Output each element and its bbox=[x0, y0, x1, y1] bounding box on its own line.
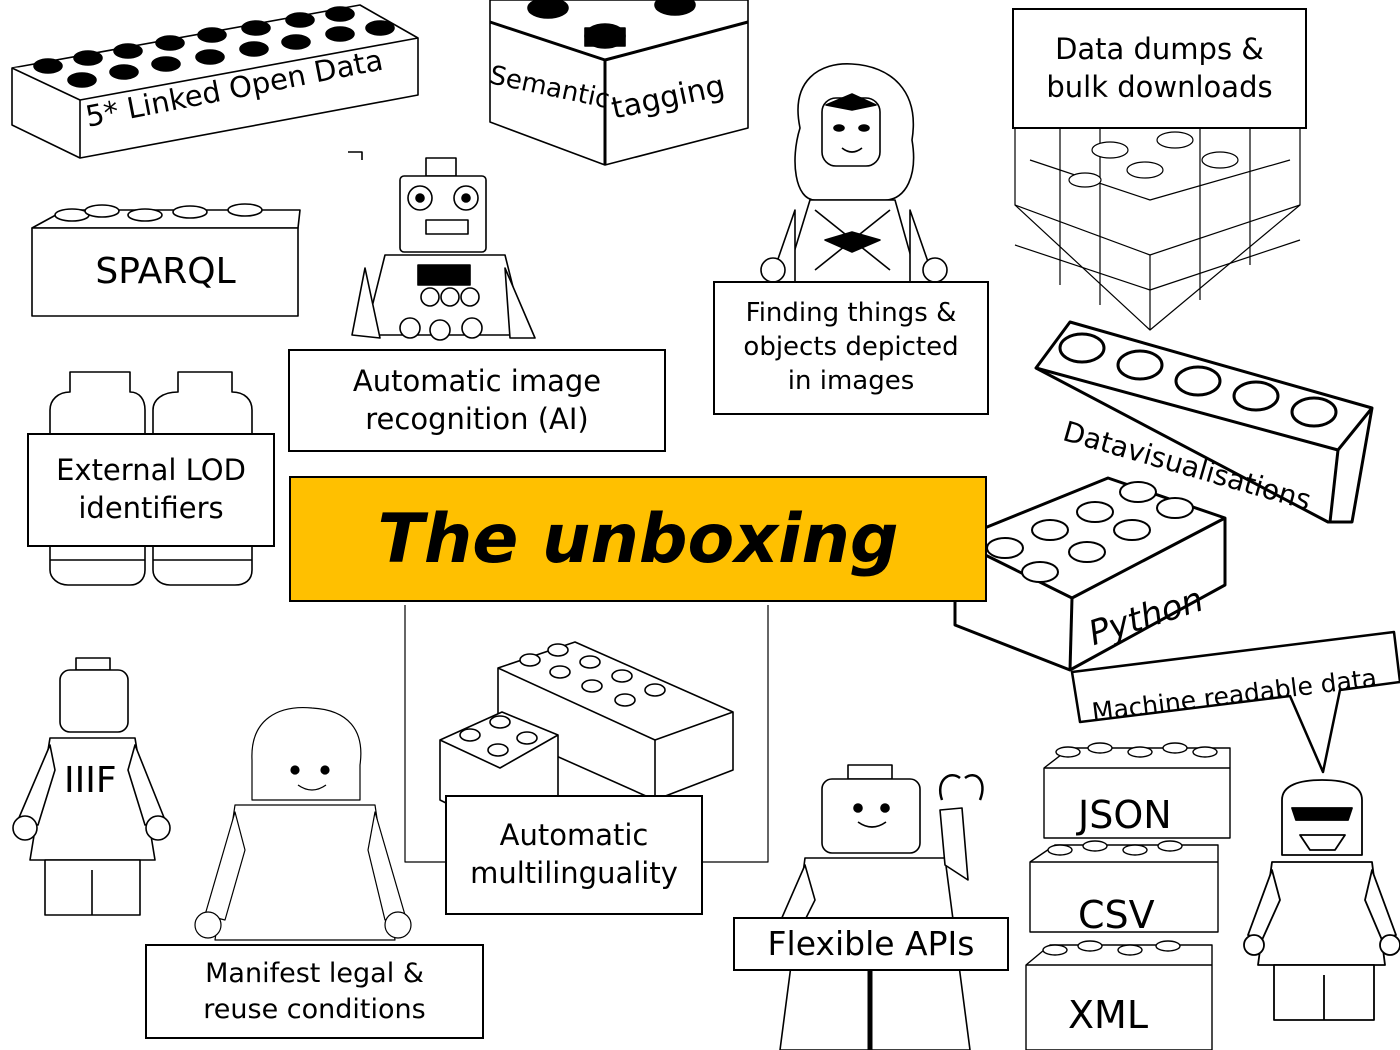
page-title: The unboxing bbox=[289, 476, 987, 602]
robot-minifigure-illustration bbox=[352, 158, 535, 340]
semantic-tagging-brick-illustration bbox=[490, 0, 748, 165]
label-data-dumps: Data dumps & bulk downloads bbox=[1012, 8, 1307, 129]
label-flexible-apis: Flexible APIs bbox=[733, 917, 1009, 971]
linked-open-data-brick-illustration bbox=[12, 5, 418, 160]
label-external-lod: External LOD identifiers bbox=[27, 433, 275, 547]
label-json: JSON bbox=[1078, 793, 1172, 837]
label-sparql: SPARQL bbox=[95, 251, 236, 293]
iiif-minifigure-illustration bbox=[13, 658, 170, 915]
boy-minifigure-illustration bbox=[195, 708, 411, 940]
iron-man-minifigure-illustration bbox=[1244, 780, 1400, 1020]
label-finding-things: Finding things & objects depicted in ima… bbox=[713, 281, 989, 415]
label-xml: XML bbox=[1068, 993, 1148, 1037]
label-iiif: IIIF bbox=[64, 760, 117, 801]
speech-bubble-illustration bbox=[1072, 632, 1400, 772]
smiley-minifigure-illustration bbox=[770, 765, 982, 1050]
wonder-woman-minifigure-illustration bbox=[761, 64, 947, 282]
label-csv: CSV bbox=[1078, 893, 1155, 937]
python-brick-illustration bbox=[955, 478, 1225, 670]
format-bricks-illustration bbox=[1026, 743, 1230, 1050]
sparql-brick-illustration bbox=[32, 204, 300, 316]
label-manifest-legal: Manifest legal & reuse conditions bbox=[145, 944, 484, 1039]
datavisualisations-brick-illustration bbox=[1036, 322, 1372, 522]
label-image-recognition: Automatic image recognition (AI) bbox=[288, 349, 666, 452]
data-dumps-cube-illustration bbox=[1015, 125, 1300, 330]
label-multilinguality: Automatic multilinguality bbox=[445, 795, 703, 915]
